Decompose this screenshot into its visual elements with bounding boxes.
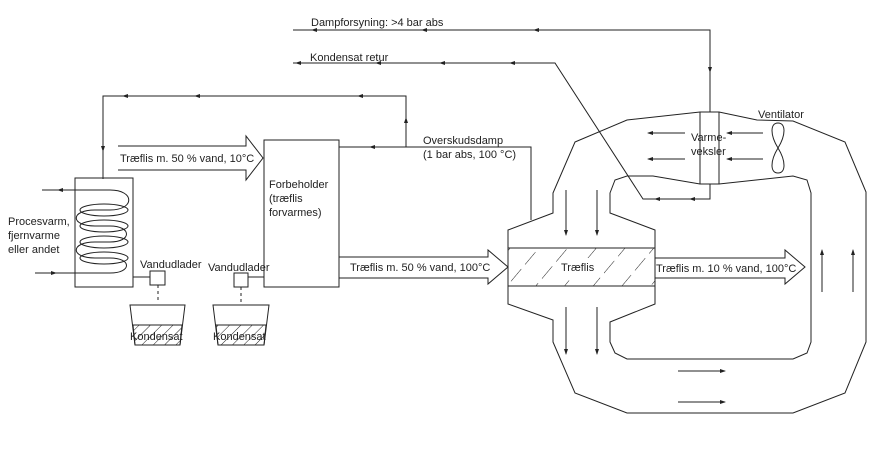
preheater-label-2: (træflis [269, 193, 303, 205]
condensate-2-label: Kondensat [213, 331, 266, 343]
process-heat-label-3: eller andet [8, 244, 59, 256]
chip-bed: Træflis [507, 247, 656, 287]
preheater-label-1: Forbeholder [269, 179, 329, 191]
process-heat-label-2: fjernvarme [8, 230, 60, 242]
chips-to-dryer-arrow: Træflis m. 50 % vand, 100°C [339, 248, 509, 286]
heat-exchanger-label-2: veksler [691, 146, 726, 158]
steam-supply-label: Dampforsyning: >4 bar abs [311, 17, 444, 29]
preheater-tank: Forbeholder (træflis forvarmes) [263, 139, 340, 288]
heat-source-tank: Procesvarm, fjernvarme eller andet [8, 177, 134, 288]
excess-steam-label: Overskudsdamp [423, 135, 503, 147]
excess-steam-condition: (1 bar abs, 100 °C) [423, 149, 516, 161]
chips-to-dryer-label: Træflis m. 50 % vand, 100°C [350, 262, 490, 274]
chips-inlet-label: Træflis m. 50 % vand, 10°C [120, 153, 254, 165]
drain-2: Vandudlader Kondensat [208, 262, 270, 346]
preheater-label-3: forvarmes) [269, 207, 322, 219]
air-flow-arrows [564, 131, 855, 404]
chips-outlet-arrow: Træflis m. 10 % vand, 100°C [655, 248, 806, 286]
air-duct [507, 111, 867, 414]
process-heat-label-1: Procesvarm, [8, 216, 70, 228]
chips-inlet-arrow: Træflis m. 50 % vand, 10°C [118, 134, 264, 182]
steam-supply-line: Dampforsyning: >4 bar abs [293, 17, 712, 112]
condensate-1-label: Kondensat [130, 331, 183, 343]
excess-steam-line: Overskudsdamp (1 bar abs, 100 °C) [101, 94, 532, 220]
drain-2-label: Vandudlader [208, 262, 270, 274]
fan-label: Ventilator [758, 109, 804, 121]
chips-outlet-label: Træflis m. 10 % vand, 100°C [656, 263, 796, 275]
condensate-return-line: Kondensat retur [293, 52, 711, 201]
drain-1-label: Vandudlader [140, 259, 202, 271]
condensate-return-label: Kondensat retur [310, 52, 389, 64]
drain-1: Vandudlader Kondensat [129, 259, 202, 346]
heat-exchanger-label-1: Varme- [691, 132, 727, 144]
heat-exchanger: Varme- veksler [691, 111, 727, 185]
chip-bed-label: Træflis [561, 262, 595, 274]
fan: Ventilator [758, 109, 804, 174]
